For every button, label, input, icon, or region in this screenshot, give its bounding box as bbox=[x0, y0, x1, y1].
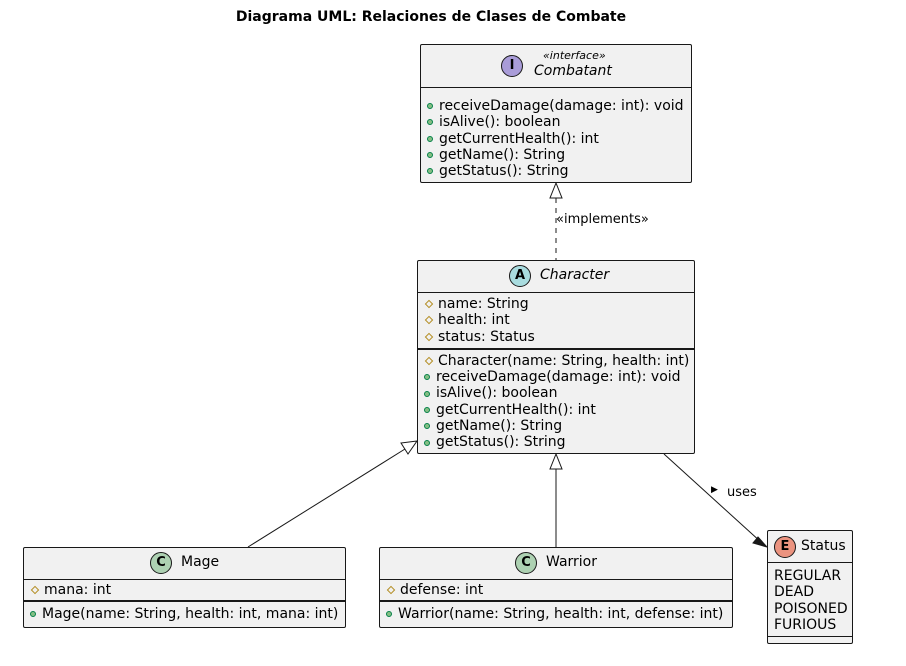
mage-class: C Mage mana: int Mage(name: String, heal… bbox=[23, 547, 346, 628]
character-method: getName(): String bbox=[424, 418, 694, 434]
interface-badge-icon: I bbox=[501, 55, 523, 77]
warrior-inheritance-arrowhead bbox=[549, 452, 563, 470]
public-visibility-icon bbox=[427, 119, 433, 126]
implements-label: «implements» bbox=[556, 212, 649, 227]
warrior-method: Warrior(name: String, health: int, defen… bbox=[386, 606, 732, 622]
enum-divider bbox=[768, 636, 852, 637]
public-visibility-icon bbox=[427, 103, 433, 110]
combatant-method: isAlive(): boolean bbox=[427, 114, 691, 130]
public-visibility-icon bbox=[386, 611, 392, 618]
character-method: Character(name: String, health: int) bbox=[424, 353, 694, 369]
class-badge-icon: C bbox=[150, 552, 172, 574]
character-abstract-class: A Character name: String health: int sta… bbox=[417, 260, 695, 454]
public-visibility-icon bbox=[427, 152, 433, 159]
public-visibility-icon bbox=[424, 439, 430, 446]
public-visibility-icon bbox=[427, 135, 433, 142]
character-method: receiveDamage(damage: int): void bbox=[424, 369, 694, 385]
protected-visibility-icon bbox=[424, 299, 434, 309]
protected-visibility-icon bbox=[424, 316, 434, 325]
status-value: FURIOUS bbox=[774, 616, 837, 633]
protected-visibility-icon bbox=[424, 332, 434, 341]
public-visibility-icon bbox=[424, 406, 430, 413]
public-visibility-icon bbox=[424, 390, 430, 397]
character-attribute: health: int bbox=[424, 312, 694, 328]
uses-edge bbox=[663, 453, 763, 544]
combatant-stereotype: «interface» bbox=[543, 49, 606, 62]
uses-arrow-glyph: ▶ bbox=[711, 485, 718, 495]
enum-badge-icon: E bbox=[774, 536, 796, 558]
public-visibility-icon bbox=[427, 168, 433, 175]
diagram-title: Diagrama UML: Relaciones de Clases de Co… bbox=[235, 9, 627, 25]
status-enum: E Status REGULAR DEAD POISONED FURIOUS bbox=[767, 530, 853, 644]
uses-label: uses bbox=[727, 485, 757, 500]
warrior-name: Warrior bbox=[546, 554, 598, 570]
status-value: DEAD bbox=[774, 584, 814, 601]
uses-arrowhead bbox=[752, 536, 769, 548]
abstract-badge-icon: A bbox=[509, 265, 531, 287]
protected-visibility-icon bbox=[386, 585, 396, 595]
mage-inheritance-arrowhead bbox=[400, 440, 419, 455]
implements-arrowhead bbox=[549, 181, 563, 199]
character-attribute: status: Status bbox=[424, 329, 694, 345]
combatant-interface: I «interface» Combatant receiveDamage(da… bbox=[420, 44, 692, 183]
combatant-method: receiveDamage(damage: int): void bbox=[427, 98, 691, 114]
status-name: Status bbox=[801, 538, 846, 554]
public-visibility-icon bbox=[424, 374, 430, 381]
combatant-method: getCurrentHealth(): int bbox=[427, 131, 691, 147]
class-badge-icon: C bbox=[515, 552, 537, 574]
protected-visibility-icon bbox=[424, 356, 434, 366]
public-visibility-icon bbox=[424, 423, 430, 430]
combatant-name: Combatant bbox=[534, 63, 612, 79]
protected-visibility-icon bbox=[30, 585, 40, 595]
mage-name: Mage bbox=[181, 554, 220, 570]
status-value: REGULAR bbox=[774, 568, 842, 584]
combatant-method: getStatus(): String bbox=[427, 163, 691, 179]
mage-method: Mage(name: String, health: int, mana: in… bbox=[30, 606, 345, 622]
character-method: getCurrentHealth(): int bbox=[424, 402, 694, 418]
status-value: POISONED bbox=[774, 600, 848, 617]
character-method: isAlive(): boolean bbox=[424, 385, 694, 401]
mage-attribute: mana: int bbox=[30, 582, 345, 598]
combatant-method: getName(): String bbox=[427, 147, 691, 163]
character-name: Character bbox=[540, 267, 610, 283]
warrior-attribute: defense: int bbox=[386, 582, 732, 598]
public-visibility-icon bbox=[30, 611, 36, 618]
mage-inheritance-edge bbox=[247, 448, 406, 548]
character-method: getStatus(): String bbox=[424, 434, 694, 450]
character-attribute: name: String bbox=[424, 296, 694, 312]
warrior-class: C Warrior defense: int Warrior(name: Str… bbox=[379, 547, 733, 628]
